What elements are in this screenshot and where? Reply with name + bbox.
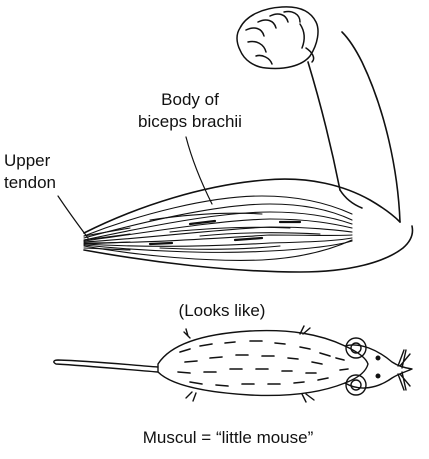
- caption: Muscul = “little mouse”: [118, 427, 338, 449]
- mouse-drawing: [54, 326, 412, 402]
- body-of-biceps-label: Body of biceps brachii: [128, 89, 252, 133]
- upper-label-line2: tendon: [4, 172, 56, 194]
- body-label-line1: Body of: [128, 89, 252, 111]
- biceps-muscle: [84, 196, 352, 260]
- upper-tendon-label: Upper tendon: [4, 150, 56, 194]
- fist: [237, 7, 318, 69]
- looks-like-label: (Looks like): [160, 300, 284, 322]
- leader-lines: [58, 137, 212, 238]
- upper-label-line1: Upper: [4, 150, 56, 172]
- body-label-line2: biceps brachii: [128, 111, 252, 133]
